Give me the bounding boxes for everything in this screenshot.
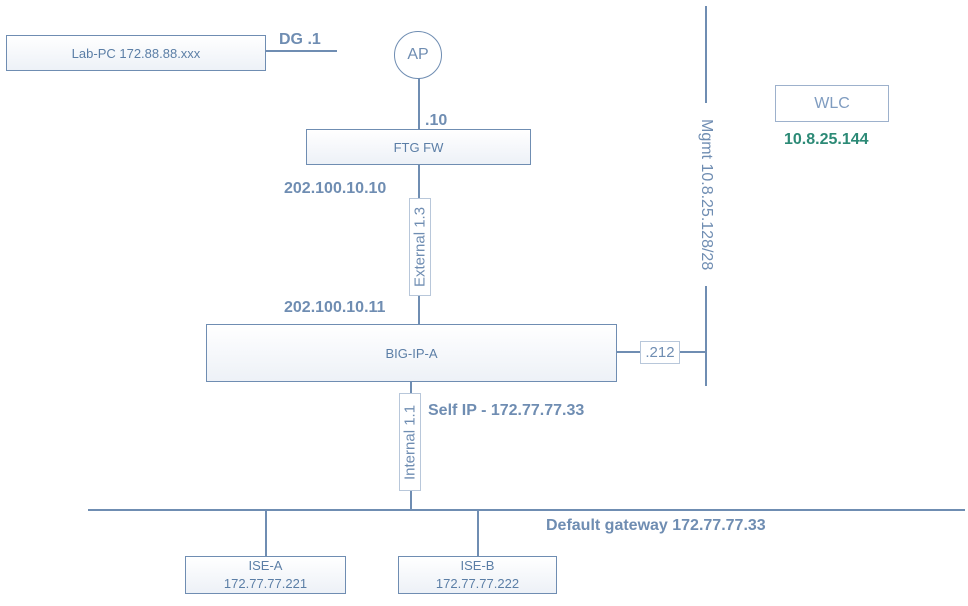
internal-interface-label: Internal 1.1 — [399, 393, 421, 491]
fw-ip-label: 202.100.10.10 — [284, 180, 387, 197]
ise-a-ip: 172.77.77.221 — [223, 576, 308, 591]
ftg-fw-label: FTG FW — [393, 139, 444, 155]
self-ip-label: Self IP - 172.77.77.33 — [428, 402, 585, 419]
big-ip-node: BIG-IP-A — [206, 324, 617, 382]
ftg-fw-node: FTG FW — [306, 129, 531, 165]
mgmt-ip-label: .212 — [640, 341, 680, 364]
wlc-node: WLC — [775, 85, 889, 122]
dg-label: DG .1 — [279, 31, 321, 48]
external-interface-label: External 1.3 — [409, 198, 431, 296]
lab-pc-link — [265, 50, 337, 52]
ise-a-link — [265, 510, 267, 557]
ap-node: AP — [394, 31, 442, 79]
default-gateway-label: Default gateway 172.77.77.33 — [546, 517, 766, 534]
ise-a-name: ISE-A — [248, 558, 283, 573]
bigip-external-ip-label: 202.100.10.11 — [284, 299, 386, 316]
ise-b-link — [477, 510, 479, 557]
wlc-label: WLC — [814, 94, 850, 112]
ise-a-node: ISE-A 172.77.77.221 — [185, 556, 346, 594]
big-ip-label: BIG-IP-A — [385, 345, 438, 361]
wlc-ip-label: 10.8.25.144 — [784, 131, 869, 148]
ap-fw-link — [418, 78, 420, 130]
ise-b-ip: 172.77.77.222 — [435, 576, 520, 591]
ap-label: AP — [407, 46, 429, 63]
lab-pc-label: Lab-PC 172.88.88.xxx — [71, 45, 201, 61]
internal-bus — [88, 509, 965, 511]
mgmt-network-label: Mgmt 10.8.25.128/28 — [695, 103, 717, 286]
lab-pc-node: Lab-PC 172.88.88.xxx — [6, 35, 266, 71]
ap-fw-ip-label: .10 — [425, 112, 448, 129]
ise-b-name: ISE-B — [460, 558, 495, 573]
ise-b-node: ISE-B 172.77.77.222 — [398, 556, 557, 594]
